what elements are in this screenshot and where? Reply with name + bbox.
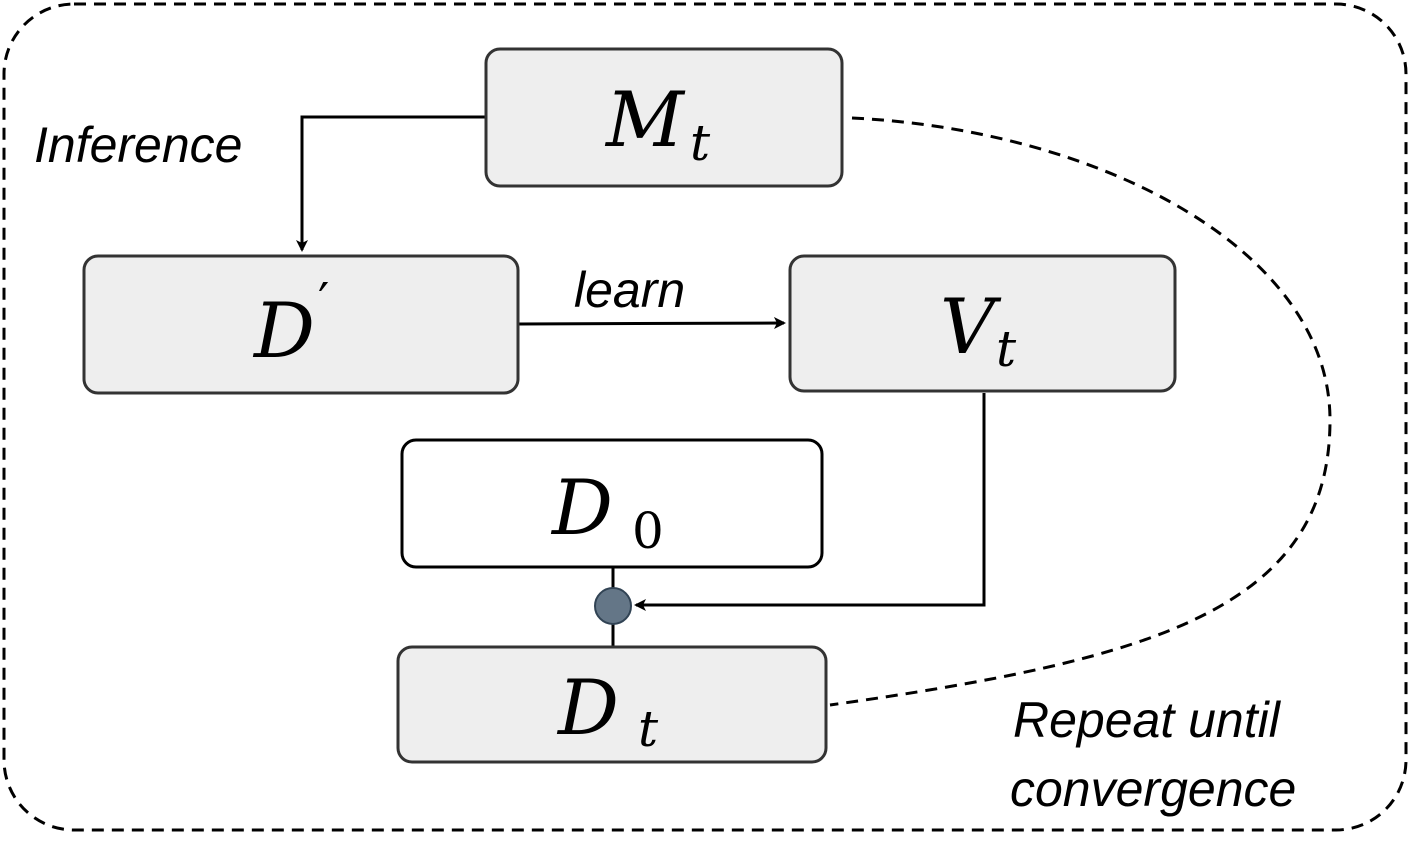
node-m-t: M t bbox=[484, 47, 844, 188]
node-d-0-subscript: 0 bbox=[632, 502, 664, 560]
node-m-t-label: M bbox=[604, 75, 686, 164]
feedback-curve bbox=[829, 116, 1332, 707]
inference-edge bbox=[296, 115, 486, 252]
merge-dot bbox=[594, 587, 632, 625]
node-v-t-label: V bbox=[940, 282, 1002, 371]
repeat-label-line2: convergence bbox=[1010, 761, 1296, 817]
node-d-prime: D ′ bbox=[82, 254, 520, 395]
node-d-prime-superscript: ′ bbox=[318, 272, 329, 330]
inference-label: Inference bbox=[34, 117, 242, 173]
node-d-0: D 0 bbox=[400, 438, 824, 569]
node-d-prime-label: D bbox=[252, 286, 315, 375]
node-d-0-label: D bbox=[550, 463, 613, 552]
learn-label: learn bbox=[574, 262, 685, 318]
node-v-t-subscript: t bbox=[996, 320, 1017, 378]
node-d-t-label: D bbox=[556, 663, 619, 752]
node-v-t: V t bbox=[788, 254, 1177, 393]
node-m-t-subscript: t bbox=[690, 114, 711, 172]
learn-edge bbox=[518, 317, 786, 330]
update-edge bbox=[634, 393, 986, 611]
repeat-label-line1: Repeat until bbox=[1013, 692, 1282, 748]
node-d-t-subscript: t bbox=[638, 700, 659, 758]
node-d-t: D t bbox=[396, 645, 828, 764]
